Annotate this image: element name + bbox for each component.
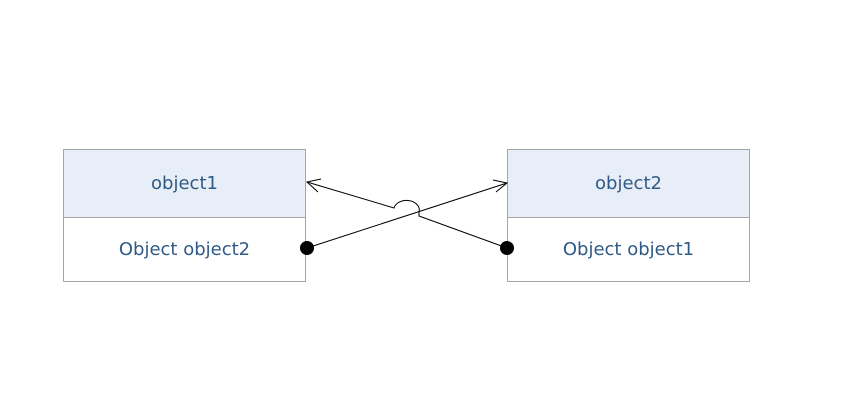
object2-field: Object object1 [508, 218, 749, 281]
link-object1-to-object2 [300, 179, 509, 255]
link-object2-to-object1 [305, 178, 514, 255]
object1-box[interactable]: object1 Object object2 [63, 149, 306, 282]
object1-field-label: Object object2 [118, 239, 251, 260]
arrowhead-to-object2 [492, 179, 509, 193]
object2-title: object2 [595, 173, 662, 194]
object2-field-label: Object object1 [562, 239, 695, 260]
object1-header: object1 [64, 150, 305, 218]
object1-title: object1 [151, 173, 218, 194]
arrowhead-to-object1 [305, 178, 322, 193]
object1-field: Object object2 [64, 218, 305, 281]
object2-box[interactable]: object2 Object object1 [507, 149, 750, 282]
object2-header: object2 [508, 150, 749, 218]
